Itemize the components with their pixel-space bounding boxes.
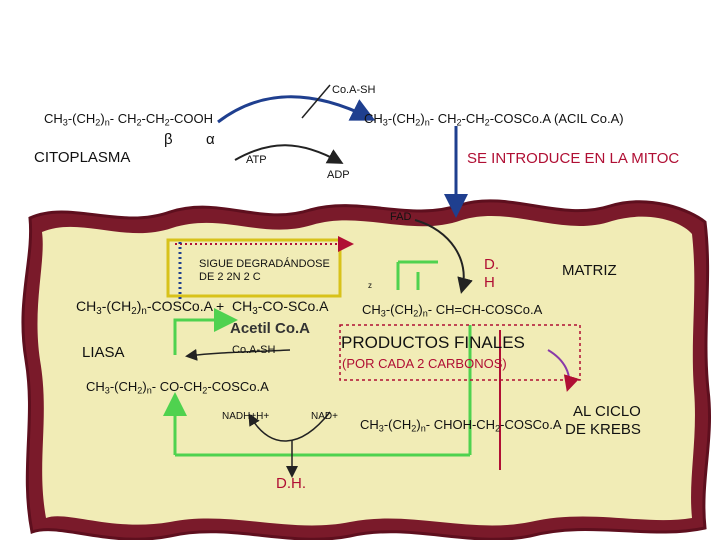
beta-label: β (164, 131, 173, 148)
hydroxyacyl-formula: CH3-(CH2)n- CHOH-CH2-COSCo.A (360, 417, 562, 434)
fad-arrow (414, 219, 473, 294)
activation-arrow (217, 95, 376, 124)
adp-label: ADP (327, 169, 350, 181)
alpha-label: α (206, 131, 215, 148)
nadh-label: NADH+H+ (222, 411, 270, 422)
productos-box (339, 324, 581, 381)
acetyl-formula: CH3-CO-SCo.A (232, 298, 329, 317)
citoplasma-label: CITOPLASMA (34, 149, 131, 166)
dh-bottom-label: D.H. (276, 475, 306, 492)
krebs-arrow (547, 349, 580, 392)
coa-input-line (301, 84, 331, 119)
liasa-label: LIASA (82, 344, 125, 361)
productos-label: PRODUCTOS FINALES (341, 333, 525, 352)
enoyl-formula: CH3-(CH2)n- CH=CH-COSCo.A (362, 302, 543, 319)
liasa-arrow (173, 308, 238, 355)
nad-label: NAD+ (311, 411, 338, 422)
al-ciclo-label: AL CICLO DE KREBS (565, 403, 641, 438)
atp-label: ATP (246, 154, 267, 166)
dh-top-label: D. H (484, 256, 499, 291)
fatty-acid-formula: CH3-(CH2)n- CH2-CH2-COOH (44, 111, 214, 128)
coa-sh-inner-arrow (185, 348, 291, 361)
acetil-coa-label: Acetil Co.A (230, 320, 311, 337)
acyl-coa-formula: CH3-(CH2)n- CH2-CH2-COSCo.A (ACIL Co.A) (364, 111, 624, 128)
atp-adp-arrow (234, 144, 344, 164)
ketoacyl-formula: CH3-(CH2)n- CO-CH2-COSCo.A (86, 379, 269, 396)
sigue-label: SIGUE DEGRADÁNDOSE DE 2 2N 2 C (199, 258, 330, 283)
coa-sh-inner-label: Co.A-SH (232, 344, 276, 356)
matriz-label: MATRIZ (562, 262, 617, 279)
mitochondrion-matrix (37, 215, 695, 526)
small-z-label: z (368, 281, 372, 290)
se-introduce-label: SE INTRODUCE EN LA MITOC (467, 150, 680, 167)
nad-arc (248, 411, 331, 442)
coa-sh-top-label: Co.A-SH (332, 84, 376, 96)
acyl-n-coa-formula: CH3-(CH2)n-COSCo.A + (76, 298, 225, 317)
repeat-loop-box (166, 238, 342, 298)
fad-label: FAD (390, 211, 412, 223)
por-cada-label: (POR CADA 2 CARBONOS) (342, 356, 507, 371)
